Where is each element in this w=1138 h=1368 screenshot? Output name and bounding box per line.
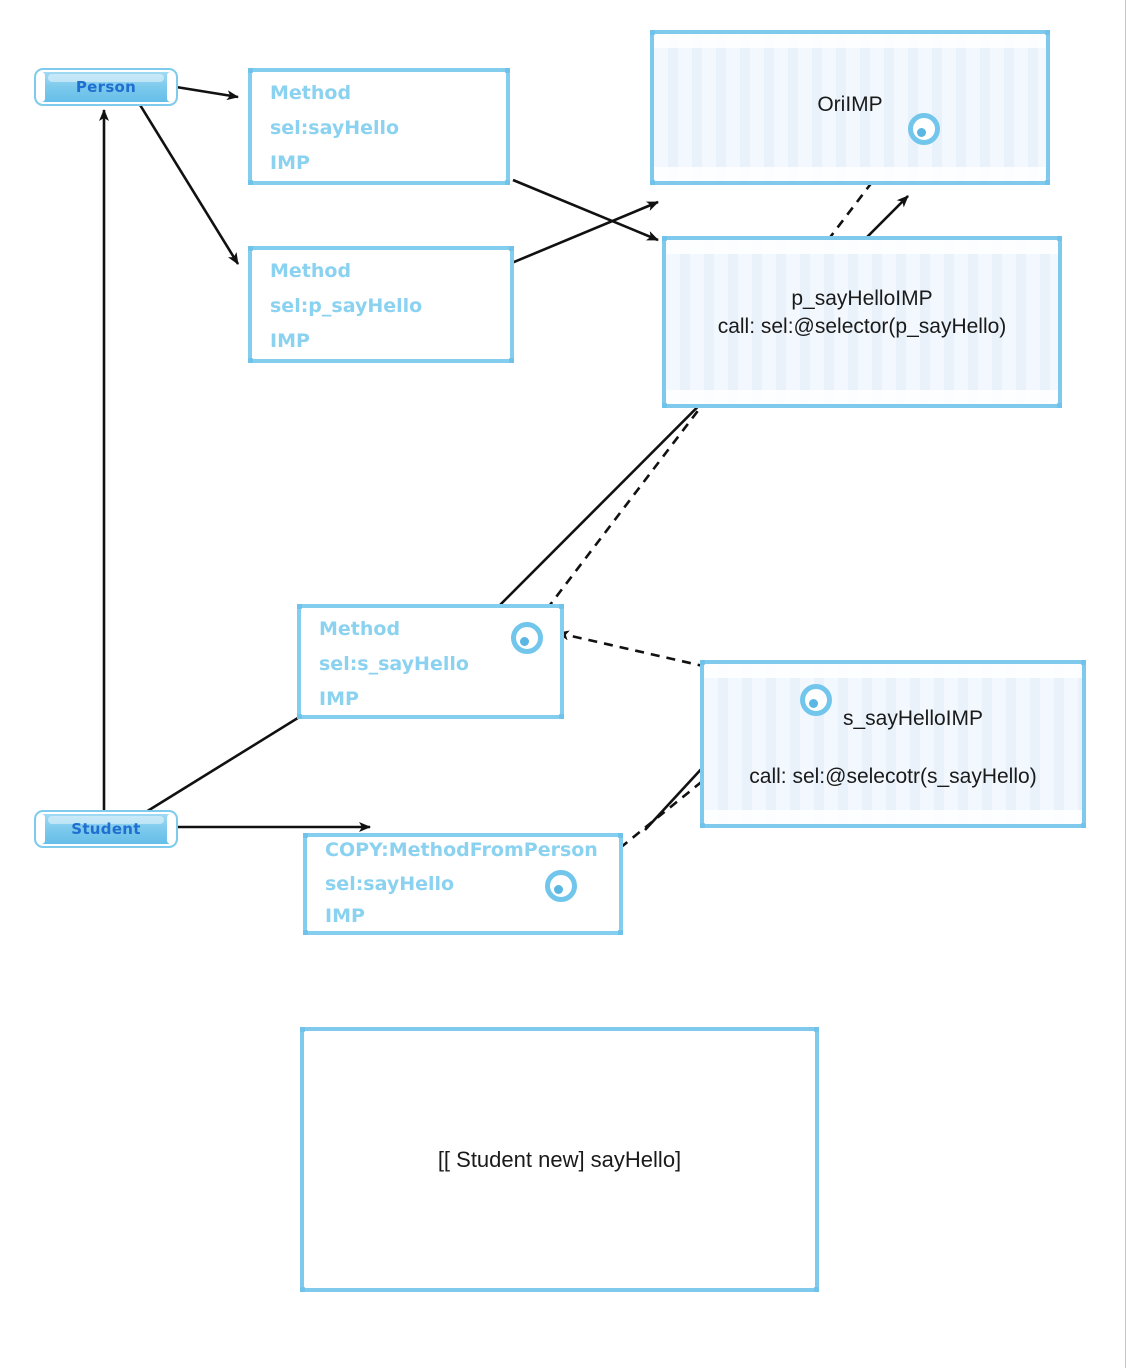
method-box-person-sayhello[interactable]: Method sel:sayHello IMP — [248, 68, 510, 185]
corner-tick — [297, 714, 302, 719]
corner-tick — [662, 403, 667, 408]
imp-pointer-dot — [554, 885, 563, 894]
pill-cap-left — [38, 72, 45, 102]
edge-person-to-sayhello — [169, 84, 239, 101]
imp-box-ori-imp[interactable]: OriIMP — [650, 30, 1050, 185]
corner-tick — [1081, 823, 1086, 828]
method-line-imp: IMP — [319, 688, 359, 710]
imp-pointer-dot — [917, 128, 926, 137]
call-expression-box[interactable]: [[ Student new] sayHello] — [300, 1027, 819, 1292]
box-sheen-top — [704, 664, 1082, 678]
method-line-imp: IMP — [270, 330, 310, 352]
imp-pointer-icon[interactable] — [545, 870, 577, 902]
pill-cap-left — [38, 814, 45, 844]
corner-tick — [1045, 30, 1050, 35]
corner-tick — [662, 236, 667, 241]
call-expression-text: [[ Student new] sayHello] — [437, 1146, 682, 1172]
box-sheen-top — [654, 34, 1046, 48]
edge-sayhello-to-p-imp — [512, 178, 659, 242]
method-line-imp: IMP — [325, 905, 365, 927]
corner-tick — [1045, 180, 1050, 185]
corner-tick — [650, 30, 655, 35]
edge-p-sayhello-to-ori-imp — [489, 200, 659, 274]
corner-tick — [509, 358, 514, 363]
corner-tick — [248, 358, 253, 363]
corner-tick — [509, 246, 514, 251]
corner-tick — [1057, 403, 1062, 408]
method-box-person-p-sayhello[interactable]: Method sel:p_sayHello IMP — [248, 246, 514, 363]
imp-box-p-sayhello-imp[interactable]: p_sayHelloIMP call: sel:@selector(p_sayH… — [662, 236, 1062, 408]
method-line-selector: sel:p_sayHello — [270, 295, 423, 317]
pill-cap-right — [167, 814, 174, 844]
box-sheen-bottom — [654, 167, 1046, 181]
corner-tick — [505, 68, 510, 73]
corner-tick — [700, 660, 705, 665]
corner-tick — [559, 604, 564, 609]
method-line-kind: Method — [270, 260, 352, 282]
method-line-kind: COPY:MethodFromPerson — [325, 839, 598, 861]
class-node-student[interactable]: Student — [34, 810, 178, 848]
corner-tick — [814, 1287, 819, 1292]
box-sheen-bottom — [704, 810, 1082, 824]
method-line-imp: IMP — [270, 152, 310, 174]
corner-tick — [297, 604, 302, 609]
imp-pointer-icon[interactable] — [511, 622, 543, 654]
box-sheen-top — [666, 240, 1058, 254]
corner-tick — [650, 180, 655, 185]
imp-pointer-icon[interactable] — [800, 684, 832, 716]
corner-tick — [700, 823, 705, 828]
corner-tick — [248, 68, 253, 73]
edge-person-to-p-sayhello — [135, 99, 240, 265]
imp-pointer-icon[interactable] — [908, 113, 940, 145]
corner-tick — [618, 833, 623, 838]
imp-box-title: s_sayHelloIMP — [842, 707, 984, 730]
imp-box-title: p_sayHelloIMP — [791, 287, 933, 310]
imp-pointer-dot — [520, 637, 529, 646]
corner-tick — [505, 180, 510, 185]
method-line-selector: sel:s_sayHello — [319, 653, 469, 675]
method-line-selector: sel:sayHello — [270, 117, 400, 139]
corner-tick — [303, 833, 308, 838]
corner-tick — [1057, 236, 1062, 241]
corner-tick — [559, 714, 564, 719]
imp-box-title: OriIMP — [817, 93, 883, 116]
imp-box-call: call: sel:@selector(p_sayHello) — [717, 315, 1007, 338]
corner-tick — [303, 930, 308, 935]
imp-box-call: call: sel:@selecotr(s_sayHello) — [749, 765, 1037, 788]
method-box-student-copy-sayhello[interactable]: COPY:MethodFromPerson sel:sayHello IMP — [303, 833, 623, 935]
corner-tick — [248, 246, 253, 251]
method-line-kind: Method — [319, 618, 401, 640]
corner-tick — [300, 1027, 305, 1032]
corner-tick — [814, 1027, 819, 1032]
method-line-kind: Method — [270, 82, 352, 104]
box-sheen-bottom — [666, 390, 1058, 404]
method-box-student-s-sayhello[interactable]: Method sel:s_sayHello IMP — [297, 604, 564, 719]
imp-box-s-sayhello-imp[interactable]: s_sayHelloIMP call: sel:@selecotr(s_sayH… — [700, 660, 1086, 828]
imp-pointer-dot — [809, 699, 818, 708]
corner-tick — [248, 180, 253, 185]
class-label-person: Person — [75, 78, 137, 96]
corner-tick — [300, 1287, 305, 1292]
corner-tick — [618, 930, 623, 935]
pill-cap-right — [167, 72, 174, 102]
method-line-selector: sel:sayHello — [325, 873, 455, 895]
class-node-person[interactable]: Person — [34, 68, 178, 106]
corner-tick — [1081, 660, 1086, 665]
page-margin-rule — [1125, 0, 1126, 1368]
class-label-student: Student — [71, 820, 141, 838]
